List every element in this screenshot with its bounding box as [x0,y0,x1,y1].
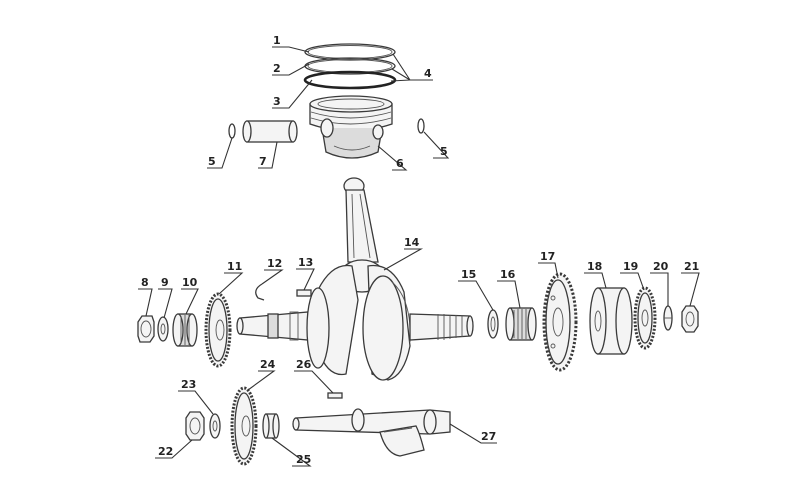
callout-22: 22 [158,445,173,458]
callout-19: 19 [623,260,638,273]
woodruff-key [255,283,265,301]
callout-13: 13 [298,256,313,269]
callout-15: 15 [461,268,476,281]
callout-5-left: 5 [208,155,216,168]
callout-23: 23 [181,378,196,391]
piston [309,95,393,159]
callout-7: 7 [259,155,267,168]
callout-5-right: 5 [440,145,448,158]
callout-2: 2 [273,62,281,75]
circlip-left [228,123,236,139]
collar [262,413,280,439]
piston-pin [242,120,298,143]
washer-left [157,316,169,342]
callout-8: 8 [141,276,149,289]
callout-24: 24 [260,358,276,371]
thrust-washer [487,309,499,339]
dowel-pin [296,289,312,297]
crankshaft [236,264,474,381]
callout-18: 18 [587,260,602,273]
callout-21: 21 [684,260,699,273]
callout-11: 11 [227,260,242,273]
callout-10: 10 [182,276,198,289]
callout-4: 4 [424,67,432,80]
callout-20: 20 [653,260,669,273]
callout-16: 16 [500,268,516,281]
spline-hub [172,313,198,347]
needle-bearing [505,307,537,341]
callout-26: 26 [296,358,312,371]
balancer-shaft [292,408,451,457]
washer-lower [209,413,221,439]
callout-25: 25 [296,453,311,466]
callout-1: 1 [273,34,281,47]
leader-lines [138,46,700,467]
callout-3: 3 [273,95,281,108]
small-pin [327,392,343,399]
piston-ring-3 [303,70,397,90]
nut-left [137,315,155,343]
nut-lower [185,411,205,441]
callout-17: 17 [540,250,555,263]
lock-washer [663,305,673,331]
gear-11 [204,292,232,368]
callout-14: 14 [404,236,420,249]
gear-24 [230,386,258,466]
nut-right [681,305,699,333]
gear-19 [633,286,657,350]
callout-27: 27 [481,430,496,443]
callout-12: 12 [267,257,282,270]
callout-6: 6 [396,157,404,170]
callout-9: 9 [161,276,169,289]
circlip-right [417,118,425,134]
clutch-drum [589,287,633,355]
gear-17 [542,272,578,372]
